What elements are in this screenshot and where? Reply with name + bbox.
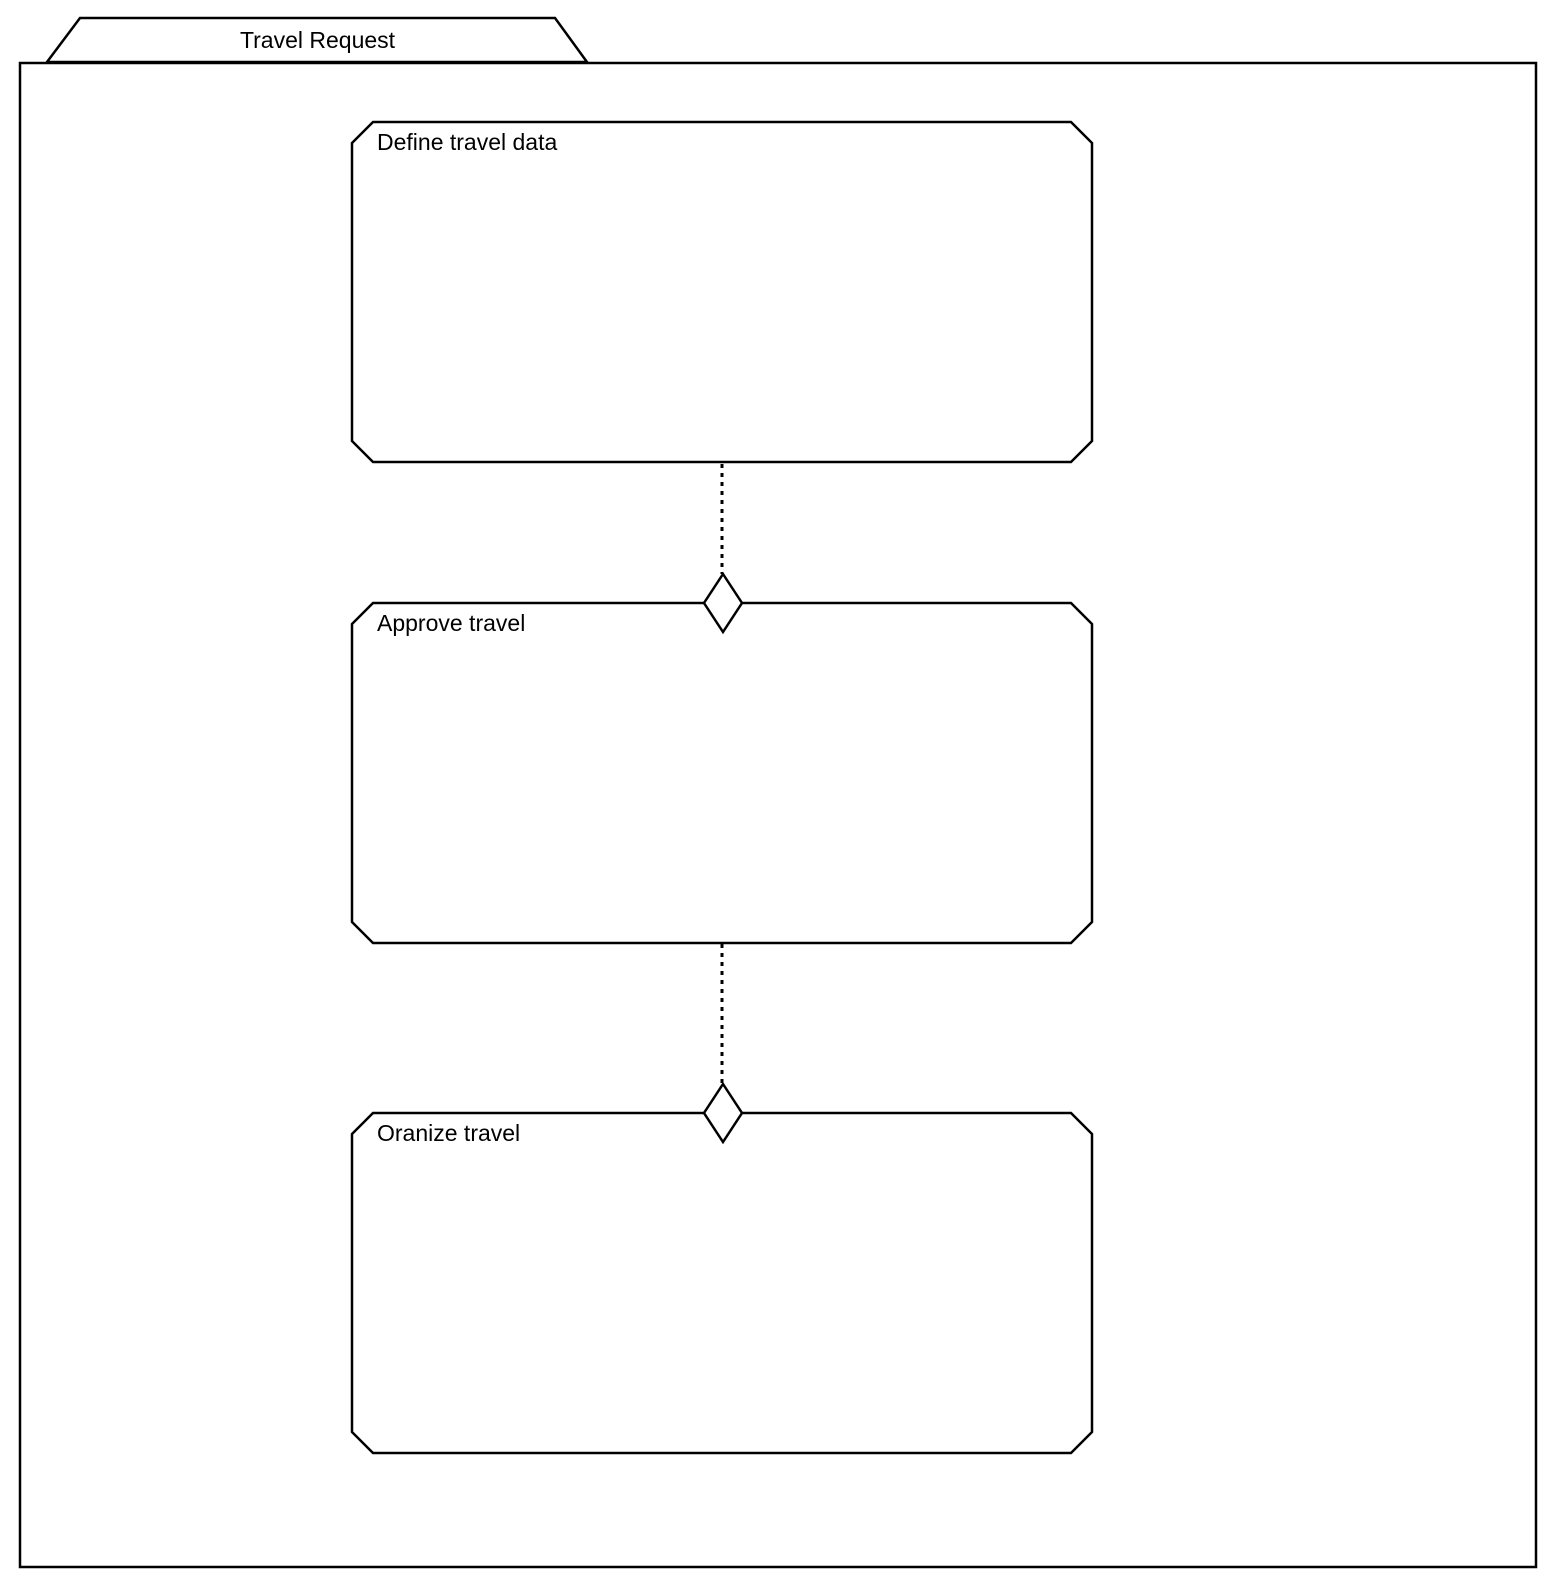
frame-title: Travel Request bbox=[239, 27, 396, 53]
frame-title-tab[interactable] bbox=[44, 16, 590, 64]
node-approve-travel[interactable] bbox=[350, 601, 1094, 945]
node-label-approve-travel: Approve travel bbox=[377, 610, 526, 636]
node-define-travel-data[interactable] bbox=[350, 120, 1094, 464]
frame-border bbox=[18, 61, 1538, 1569]
node-label-define-travel-data: Define travel data bbox=[377, 129, 558, 155]
connector-approve-to-organize-diamond-icon[interactable] bbox=[702, 1081, 744, 1145]
connector-define-to-approve-diamond-icon[interactable] bbox=[702, 571, 744, 635]
node-label-organize-travel: Oranize travel bbox=[377, 1120, 521, 1146]
node-organize-travel[interactable] bbox=[350, 1111, 1094, 1455]
